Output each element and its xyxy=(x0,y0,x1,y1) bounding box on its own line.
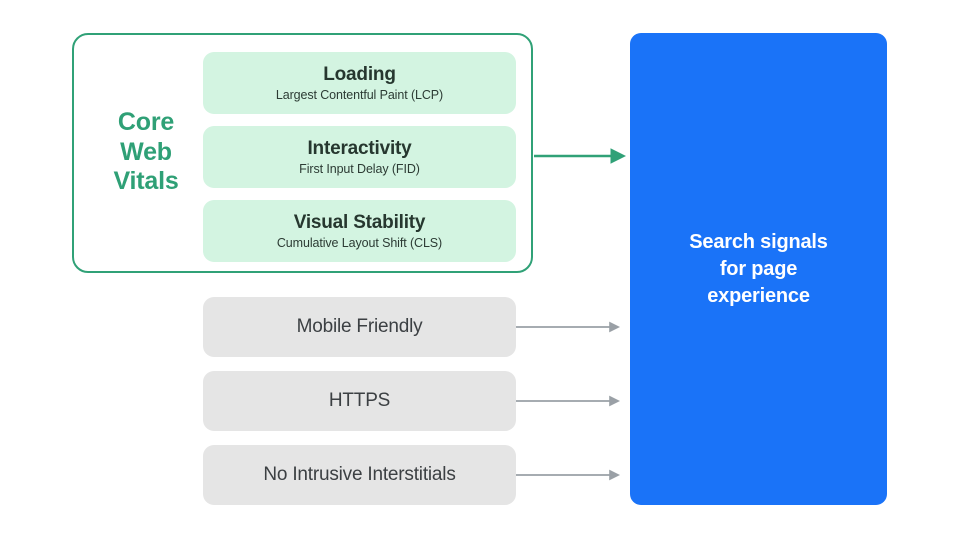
search-signals-box[interactable]: Search signals for page experience xyxy=(630,33,887,505)
mobile-friendly-label: Mobile Friendly xyxy=(296,316,423,337)
metric-card-loading[interactable]: Loading Largest Contentful Paint (LCP) xyxy=(203,52,516,114)
https-label: HTTPS xyxy=(328,390,391,411)
mobile-friendly-box[interactable]: Mobile Friendly xyxy=(203,297,516,357)
core-web-vitals-group xyxy=(72,33,533,273)
metric-title-loading: Loading xyxy=(323,63,396,85)
no-intrusive-interstitials-box[interactable]: No Intrusive Interstitials xyxy=(203,445,516,505)
search-signals-label: Search signals for page experience xyxy=(689,230,828,307)
core-web-vitals-group-label: Core Web Vitals xyxy=(113,108,179,195)
no-intrusive-interstitials-label: No Intrusive Interstitials xyxy=(263,464,456,485)
metric-card-interactivity[interactable]: Interactivity First Input Delay (FID) xyxy=(203,126,516,188)
metric-title-visual-stability: Visual Stability xyxy=(293,211,426,233)
https-box[interactable]: HTTPS xyxy=(203,371,516,431)
metric-card-visual-stability[interactable]: Visual Stability Cumulative Layout Shift… xyxy=(203,200,516,262)
metric-title-interactivity: Interactivity xyxy=(307,137,412,159)
metric-subtitle-interactivity: First Input Delay (FID) xyxy=(299,161,420,176)
metric-subtitle-visual-stability: Cumulative Layout Shift (CLS) xyxy=(276,235,443,250)
metric-subtitle-loading: Largest Contentful Paint (LCP) xyxy=(275,87,444,102)
